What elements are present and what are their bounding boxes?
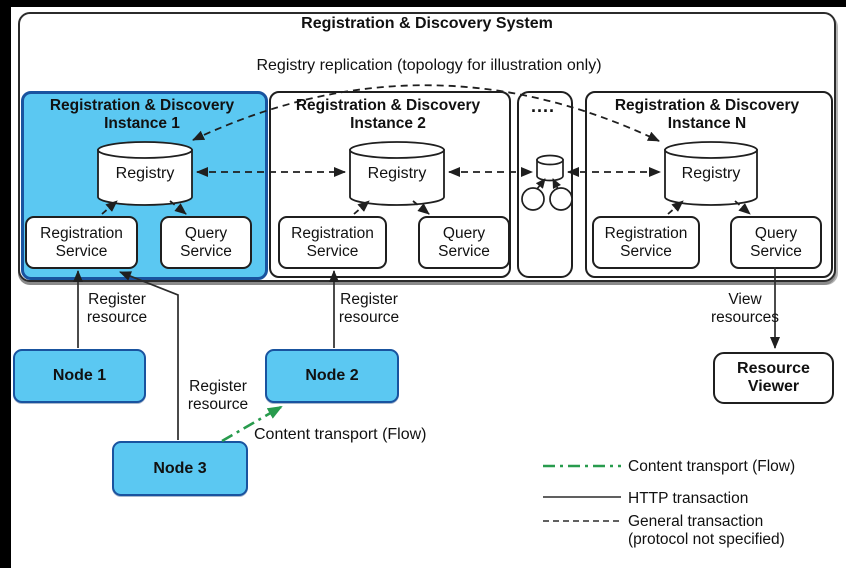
registry-2-label: Registry [367, 165, 427, 182]
registry-n-label: Registry [681, 165, 741, 182]
instance-n-title: Registration & Discovery Instance N [614, 97, 800, 132]
legend-content-transport-label: Content transport (Flow) [628, 458, 796, 475]
query-service-1-box: Query Service [160, 216, 252, 269]
register-resource-label-2: Register resource [338, 291, 400, 326]
content-transport-flow-label: Content transport (Flow) [254, 426, 427, 443]
system-title: Registration & Discovery System [301, 15, 553, 32]
resource-viewer-label: Resource [737, 360, 810, 378]
query-service-n-box: Query Service [730, 216, 822, 269]
registration-service-2-box: Registration Service [278, 216, 387, 269]
registration-service-1-box: Registration Service [25, 216, 138, 269]
query-service-2-box: Query Service [418, 216, 510, 269]
resource-viewer-box: Resource Viewer [713, 352, 834, 404]
node-2-box: Node 2 [265, 349, 399, 403]
registration-service-2-label: Registration [291, 225, 374, 243]
register-resource-label-1: Register resource [86, 291, 148, 326]
instance-1-title: Registration & Discovery Instance 1 [49, 97, 235, 132]
replication-note-label: Registry replication (topology for illus… [256, 57, 602, 74]
node-1-box: Node 1 [13, 349, 146, 403]
ellipsis-instances-box [517, 91, 573, 278]
query-service-2-label: Query [442, 225, 486, 243]
register-resource-label-3: Register resource [187, 378, 249, 413]
node-3-label: Node 3 [153, 459, 207, 477]
view-resources-label: View resources [710, 291, 780, 326]
registration-service-n-label: Registration [604, 225, 688, 243]
legend-http-transaction-label: HTTP transaction [628, 490, 749, 507]
registry-1-label: Registry [115, 165, 175, 182]
node-1-label: Node 1 [52, 367, 107, 385]
registration-service-n-box: Registration Service [592, 216, 700, 269]
node-2-label: Node 2 [305, 367, 359, 385]
ellipsis-label: .... [530, 96, 556, 116]
node-3-box: Node 3 [112, 441, 248, 496]
legend-general-transaction-label: General transaction (protocol not specif… [628, 513, 785, 548]
query-service-1-label: Query [184, 225, 228, 243]
query-service-n-label: Query [754, 225, 798, 243]
registration-service-1-label: Registration [40, 225, 123, 243]
instance-2-title: Registration & Discovery Instance 2 [295, 97, 481, 132]
